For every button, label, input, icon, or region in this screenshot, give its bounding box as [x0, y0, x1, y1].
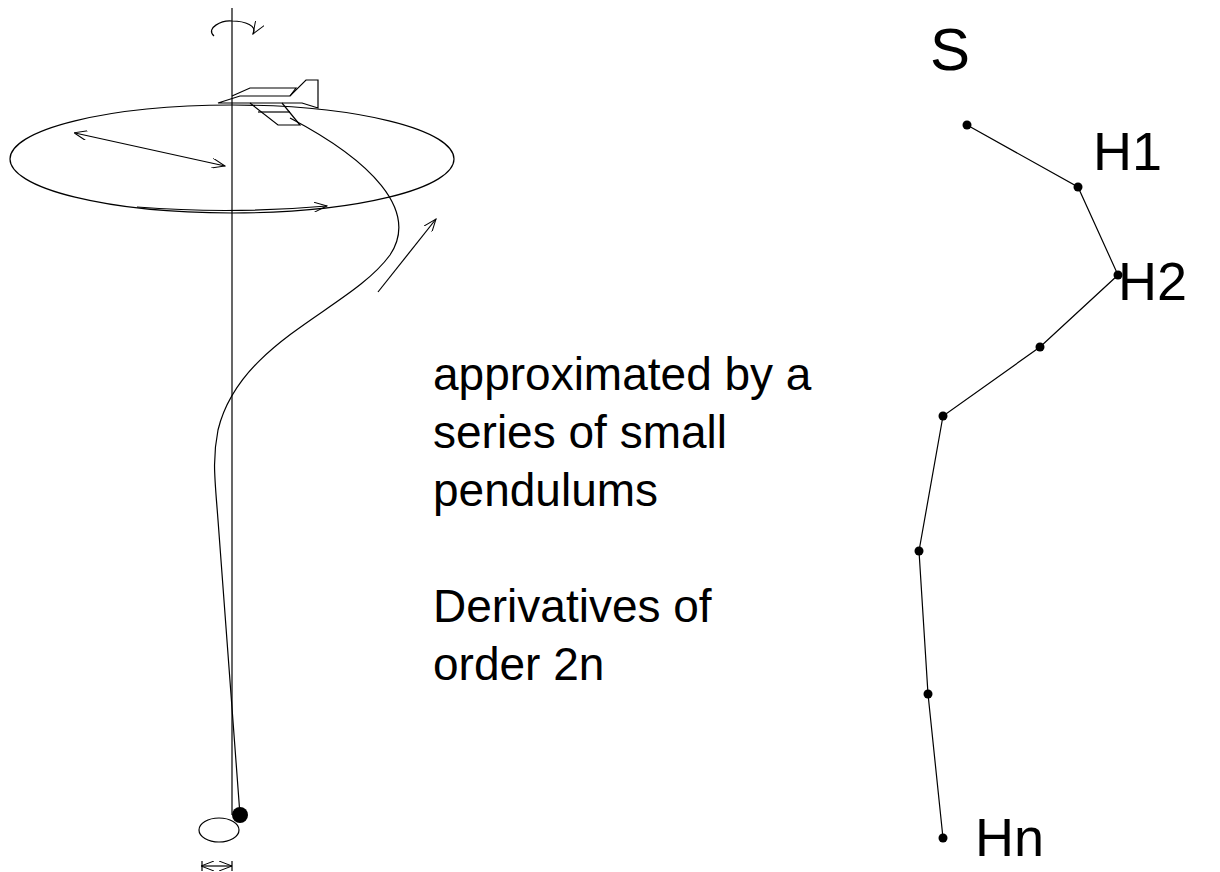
rotation-arrow [211, 21, 254, 36]
orbit-ellipse [10, 105, 454, 213]
airplane [218, 80, 318, 125]
dimension-arrow [202, 865, 232, 866]
radius-arrow [75, 133, 225, 166]
point-label: Hn [975, 810, 1044, 864]
chain-joints [915, 121, 1123, 843]
drogue-mass [232, 807, 248, 823]
rotation-axis [231, 8, 232, 815]
note-text: Derivatives of order 2n [433, 577, 718, 693]
cable [215, 118, 399, 815]
point-label: H1 [1093, 124, 1162, 178]
motion-arrow [378, 219, 436, 292]
point-label: S [930, 20, 970, 80]
point-label: H2 [1118, 254, 1187, 308]
drogue-circle [199, 818, 239, 842]
note-text: approximated by a series of small pendul… [433, 345, 903, 519]
pendulum-chain [919, 125, 1118, 838]
direction-arrow [137, 206, 327, 210]
